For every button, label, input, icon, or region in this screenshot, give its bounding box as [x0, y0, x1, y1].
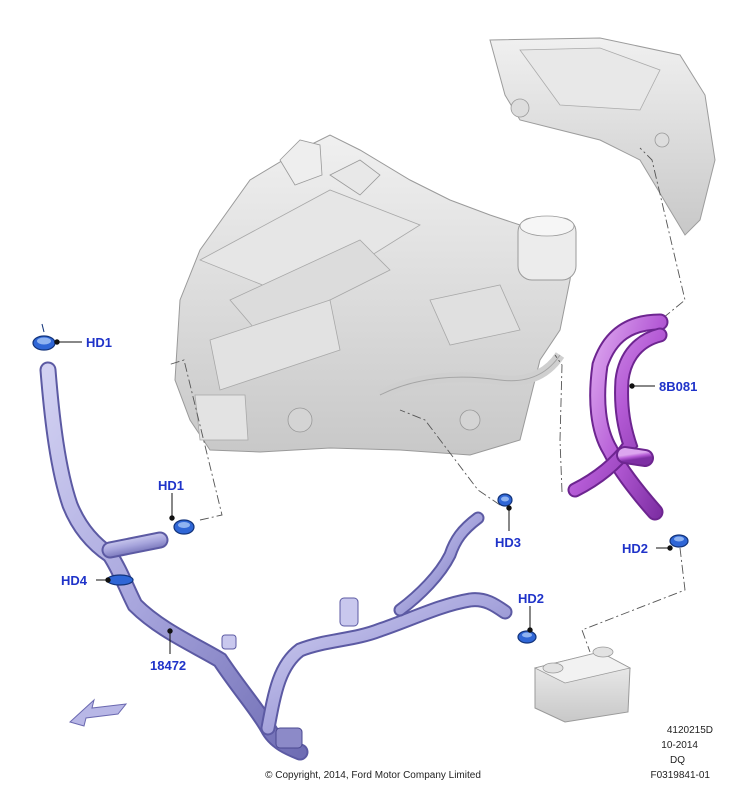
label-hd2-mid: HD2 — [518, 591, 544, 606]
engine-assembly-illustration — [174, 134, 577, 456]
coolant-hose-8b081 — [567, 313, 669, 521]
copyright-notice: © Copyright, 2014, Ford Motor Company Li… — [265, 770, 481, 781]
label-18472: 18472 — [150, 658, 186, 673]
label-hd4: HD4 — [61, 573, 88, 588]
leader-lines — [54, 339, 673, 654]
label-hd3: HD3 — [495, 535, 521, 550]
figure-number: F0319841-01 — [651, 770, 711, 781]
drawing-code: 4120215D — [667, 725, 713, 736]
vehicle-front-arrow-icon — [69, 698, 128, 727]
connector-lines — [167, 147, 686, 653]
clamp-hd2-right — [669, 534, 689, 548]
drawing-variant: DQ — [670, 755, 685, 766]
label-hd2-right: HD2 — [622, 541, 648, 556]
clamp-hd2-mid — [517, 630, 537, 644]
clamp-hd1-mid — [173, 519, 195, 535]
drawing-date: 10-2014 — [661, 740, 698, 751]
label-8b081: 8B081 — [659, 379, 697, 394]
clamp-hd4 — [106, 574, 134, 586]
label-hd1-top: HD1 — [86, 335, 112, 350]
coolant-hose-18472 — [39, 361, 513, 761]
clamp-hd1-top — [32, 323, 56, 351]
label-hd1-mid: HD1 — [158, 478, 184, 493]
oil-cooler-illustration — [533, 646, 632, 723]
clamp-hd3 — [497, 493, 513, 507]
transmission-housing-illustration — [489, 37, 716, 236]
